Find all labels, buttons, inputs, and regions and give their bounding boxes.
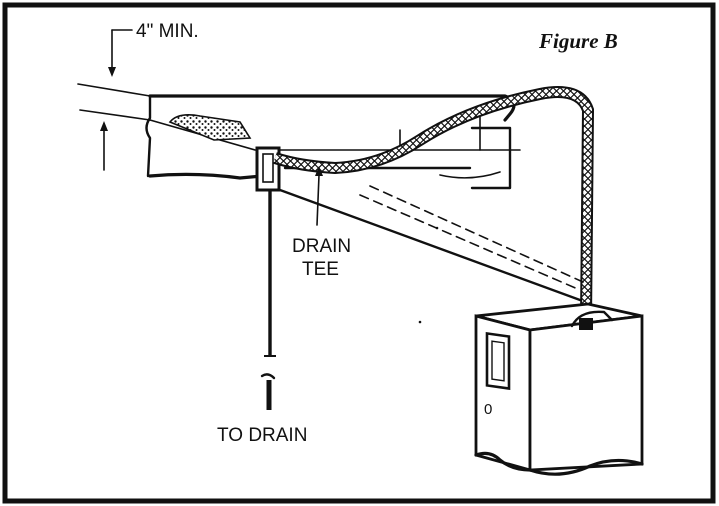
stray-mark [435,226,439,230]
drain-tee-label-line2: TEE [302,259,339,280]
unit-marking: 0 [484,401,492,418]
drain-tee-fitting [255,146,281,192]
clearance-dimension [77,29,151,171]
to-drain-label: TO DRAIN [217,425,307,446]
support-lines [278,185,584,302]
clearance-label: 4" MIN. [136,21,199,42]
floor-slab [145,94,521,190]
drain-pipe [260,190,276,410]
figure-title: Figure B [538,29,618,53]
stray-mark [418,320,422,324]
drain-tee-label-line1: DRAIN [292,236,351,257]
drain-tee-leader [316,174,320,226]
equipment-unit [474,302,644,476]
